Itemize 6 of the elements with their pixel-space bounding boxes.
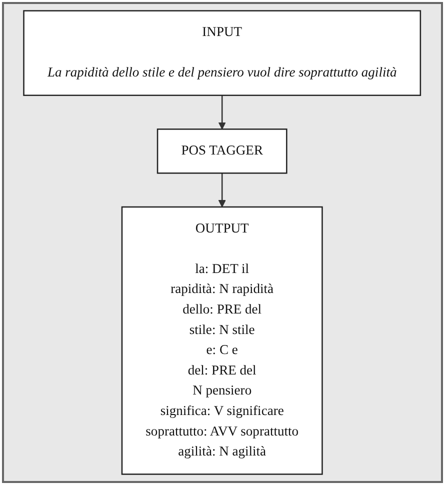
arrow bbox=[218, 95, 226, 130]
arrow bbox=[218, 173, 226, 208]
node-box bbox=[24, 10, 422, 96]
panel-background: INPUT La rapidità dello stile e del pensiero vuol dire soprattutto agilità POS TAGGER OUTPUT la: DET il rapidità: N rapidità dello: PRE del stile: N stile e: C e del: PRE del N pensiero significa: V significare soprattutto: AVV soprattutto agilità: N agilità bbox=[2, 2, 443, 483]
node-box bbox=[122, 206, 324, 475]
node-box bbox=[157, 128, 288, 174]
